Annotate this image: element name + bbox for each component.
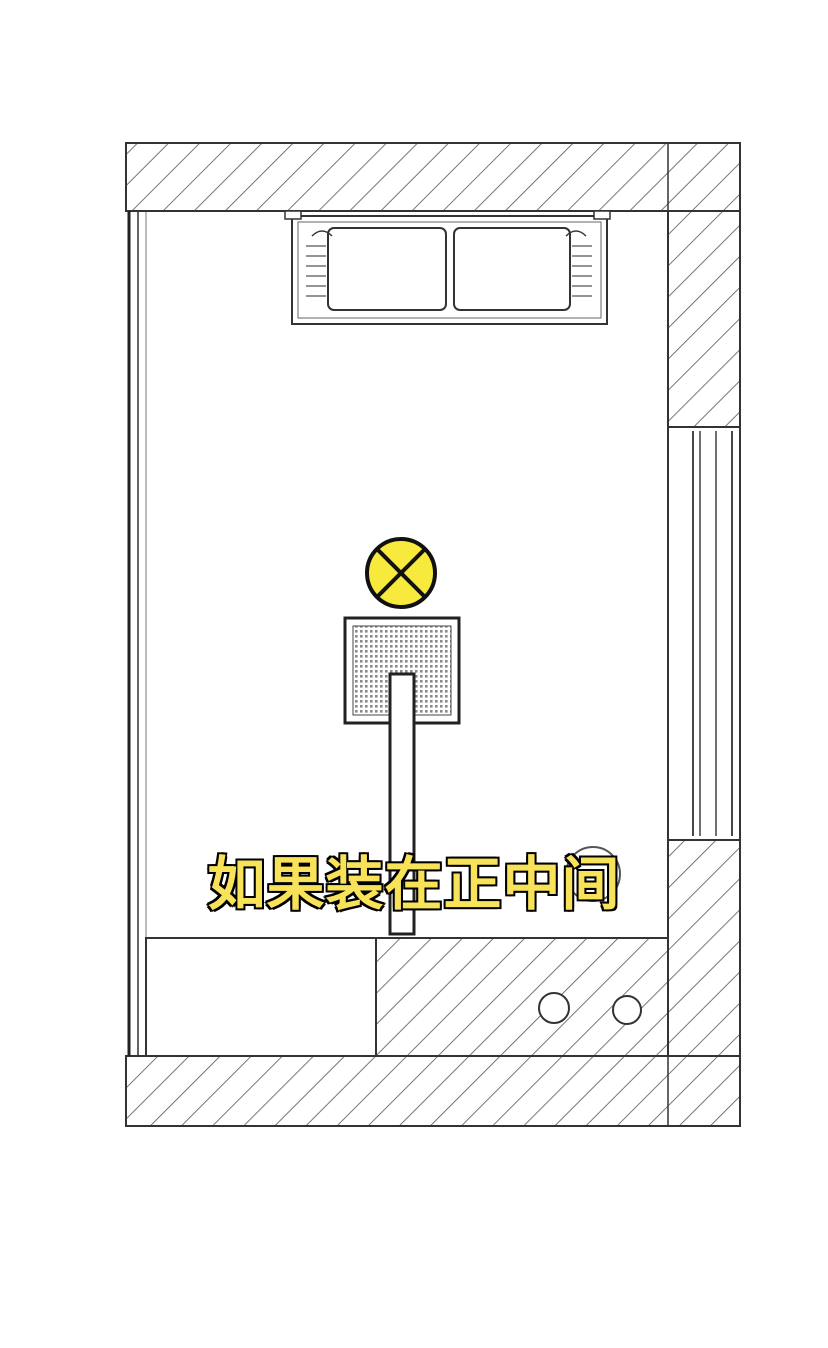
- tv-cabinet-strip: [388, 672, 416, 936]
- wall-right-lower: [667, 839, 741, 1057]
- drain-circle-icon: [538, 992, 570, 1024]
- round-stool-icon: [565, 846, 621, 902]
- sofa-cushion-left: [327, 227, 447, 311]
- wall-top: [125, 142, 741, 212]
- sofa: [284, 210, 611, 325]
- counter-right: [375, 937, 669, 1057]
- sofa-cushion-right: [453, 227, 571, 311]
- window-symbol: [667, 426, 741, 841]
- wall-bottom: [125, 1055, 741, 1127]
- caption-text: 如果装在正中间: [206, 849, 621, 920]
- drain-circle-icon: [612, 995, 642, 1025]
- wall-left: [127, 211, 147, 1056]
- light-x-icon: [365, 537, 437, 609]
- wall-right-upper: [667, 210, 741, 428]
- cabinet-left: [145, 937, 377, 1057]
